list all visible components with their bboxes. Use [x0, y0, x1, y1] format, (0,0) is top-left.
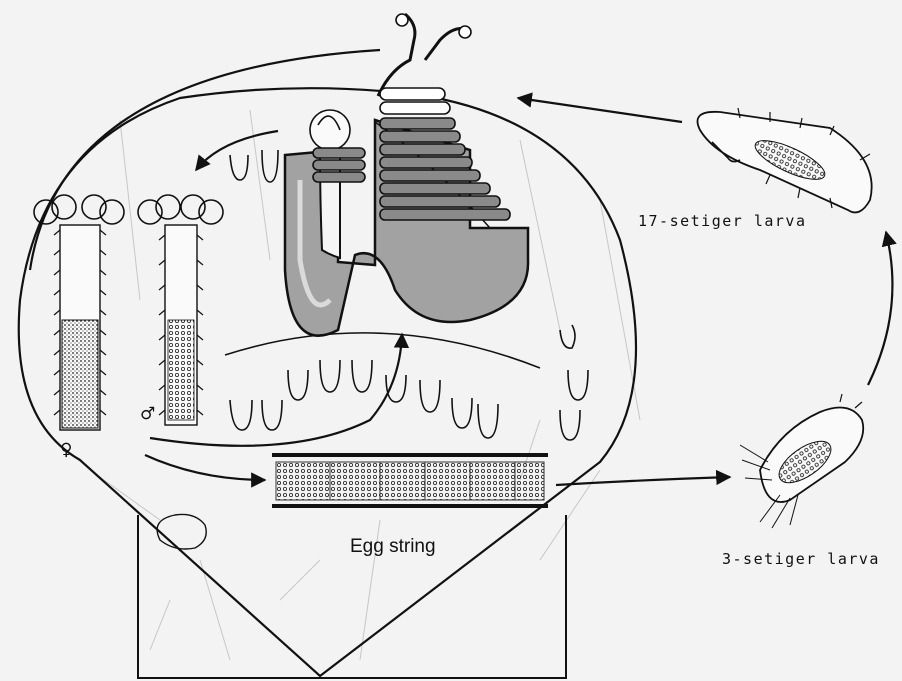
larva-3-icon: [740, 394, 863, 528]
male-symbol: ♂: [140, 404, 155, 424]
arrow-icon: [868, 232, 892, 385]
arrow-icon: [556, 477, 730, 485]
label-egg-string: Egg string: [350, 536, 436, 558]
arrow-icon: [518, 98, 682, 122]
arrow-icon: [196, 131, 278, 170]
label-17-setiger-larva: 17-setiger larva: [638, 212, 807, 230]
worm-icon: [310, 110, 365, 182]
male-worm-icon: [138, 195, 223, 425]
sediment-line: [225, 333, 540, 368]
label-3-setiger-larva: 3-setiger larva: [722, 550, 880, 568]
female-symbol: ♀: [60, 440, 72, 460]
larva-17-icon: [698, 108, 872, 212]
worm-icon: [378, 14, 510, 220]
blob-shape: [157, 514, 206, 549]
egg-string-icon: [272, 455, 548, 506]
female-worm-icon: [34, 195, 124, 430]
arrow-icon: [145, 455, 265, 480]
